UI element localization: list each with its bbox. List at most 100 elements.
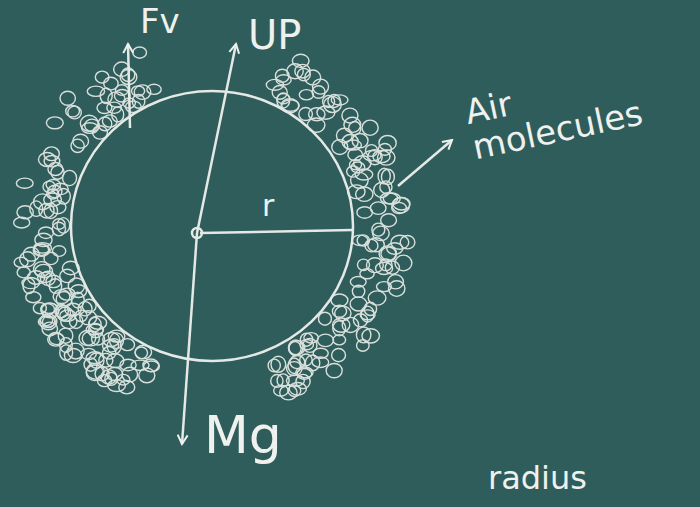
upthrust-arrow xyxy=(197,44,236,233)
air-molecule xyxy=(332,349,346,362)
air-molecule xyxy=(38,153,55,167)
air-molecule xyxy=(309,108,325,121)
force-label: Fv xyxy=(140,4,180,40)
air-molecule xyxy=(342,317,358,332)
air-molecule xyxy=(71,292,84,308)
air-molecule xyxy=(312,86,325,99)
radius-line xyxy=(200,230,352,233)
air-molecule xyxy=(108,380,126,392)
air-molecule xyxy=(14,257,28,267)
air-molecule xyxy=(376,262,393,274)
air-molecule xyxy=(317,334,333,347)
air-molecule xyxy=(14,217,30,228)
air-molecule xyxy=(85,119,100,132)
leader-arrow xyxy=(398,140,452,186)
sphere-outline xyxy=(71,91,353,361)
note-label: radius xyxy=(488,462,587,496)
air-molecule xyxy=(271,356,286,372)
air-molecule xyxy=(357,235,369,246)
air-molecule xyxy=(46,117,63,129)
air-molecule xyxy=(38,316,55,327)
air-molecule xyxy=(135,347,147,359)
air-molecule xyxy=(102,115,117,127)
air-molecule xyxy=(103,332,120,346)
air-molecule xyxy=(80,311,97,325)
air-molecule xyxy=(34,194,52,210)
air-molecule xyxy=(296,367,313,378)
air-molecule xyxy=(292,54,309,67)
air-molecule xyxy=(87,86,104,96)
air-molecule xyxy=(51,165,64,179)
radius-symbol: r xyxy=(262,190,274,222)
air-molecule xyxy=(272,85,287,99)
air-molecule xyxy=(288,358,300,373)
weight-arrow xyxy=(182,233,197,444)
air-molecule xyxy=(59,288,75,300)
air-molecule xyxy=(38,272,53,282)
air-molecule xyxy=(276,75,291,85)
viscous-force-arrow xyxy=(128,44,130,128)
air-molecule xyxy=(388,275,404,289)
air-molecule xyxy=(383,193,400,204)
air-molecule xyxy=(98,117,112,131)
air-molecule xyxy=(73,134,89,148)
air-molecule xyxy=(86,352,104,364)
air-molecule xyxy=(344,117,361,132)
air-molecule xyxy=(53,246,66,257)
air-molecule xyxy=(289,341,305,355)
air-molecule xyxy=(60,91,75,105)
air-molecule xyxy=(79,331,96,346)
air-molecule xyxy=(387,243,403,255)
air-molecule xyxy=(324,97,342,113)
air-molecule xyxy=(364,302,376,315)
air-molecule xyxy=(78,302,92,316)
force-label: Mg xyxy=(204,408,282,463)
air-molecule xyxy=(374,182,390,197)
air-molecule xyxy=(350,277,366,288)
air-molecule xyxy=(41,304,55,316)
callout-label: Air molecules xyxy=(462,54,672,165)
air-molecule xyxy=(58,307,74,321)
air-molecule xyxy=(53,219,65,229)
air-molecule xyxy=(268,359,280,372)
air-molecule xyxy=(131,360,149,370)
air-molecule xyxy=(299,90,313,100)
air-molecule xyxy=(99,353,113,367)
air-molecule xyxy=(357,207,372,218)
air-molecule xyxy=(16,178,33,188)
air-molecule xyxy=(381,214,397,227)
air-molecule xyxy=(114,90,130,103)
air-molecule xyxy=(368,291,386,305)
air-molecule xyxy=(356,327,370,343)
air-molecule xyxy=(48,332,64,346)
air-molecule xyxy=(395,255,412,271)
air-molecule xyxy=(378,150,395,165)
air-molecule xyxy=(352,134,368,148)
air-molecule xyxy=(104,77,118,90)
force-label: UP xyxy=(248,14,301,56)
air-molecule xyxy=(305,355,319,371)
air-molecule xyxy=(289,382,306,395)
air-molecule xyxy=(48,163,63,176)
air-molecules xyxy=(14,47,415,400)
air-molecule xyxy=(46,179,60,190)
air-molecule xyxy=(288,340,303,356)
air-molecule xyxy=(147,84,161,94)
air-molecule xyxy=(133,47,147,58)
air-molecule xyxy=(368,238,385,252)
air-molecule xyxy=(305,70,321,85)
air-molecule xyxy=(362,120,378,135)
air-molecule xyxy=(379,135,396,150)
air-molecule xyxy=(131,86,144,96)
air-molecule xyxy=(376,282,391,292)
air-molecule xyxy=(119,380,135,393)
air-molecule xyxy=(356,187,373,201)
air-molecule xyxy=(58,328,73,343)
air-molecule xyxy=(35,233,52,246)
air-molecule xyxy=(23,278,35,293)
air-molecule xyxy=(39,203,54,218)
air-molecule xyxy=(60,269,75,282)
air-molecule xyxy=(42,322,57,336)
air-molecule xyxy=(286,375,304,386)
air-molecule xyxy=(332,140,348,155)
